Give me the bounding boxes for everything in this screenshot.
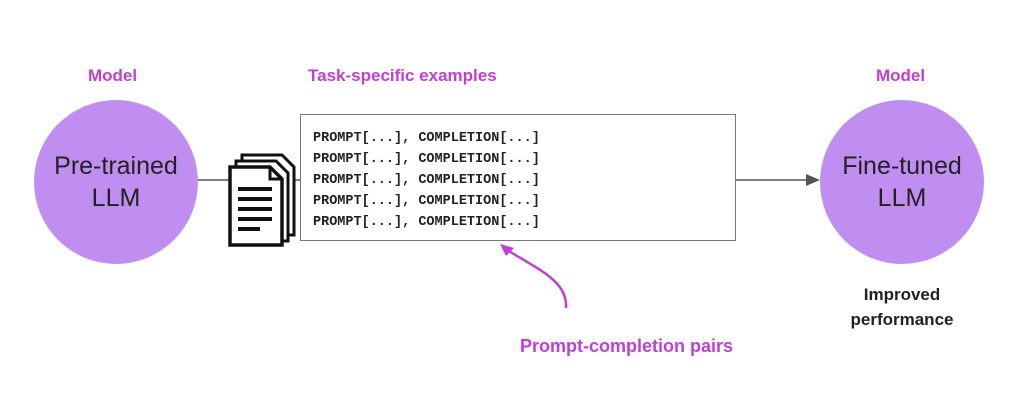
caption-line2: performance	[850, 310, 954, 329]
example-row: PROMPT[...], COMPLETION[...]	[313, 152, 540, 167]
right-model-heading: Model	[876, 66, 926, 85]
improved-performance-caption: Improved performance	[820, 282, 984, 332]
annotation-curve	[506, 248, 568, 309]
example-row: PROMPT[...], COMPLETION[...]	[313, 194, 540, 209]
finetuned-llm-node: Fine-tuned LLM	[820, 100, 984, 264]
annotation-label: Prompt-completion pairs	[520, 336, 734, 356]
example-row: PROMPT[...], COMPLETION[...]	[313, 131, 540, 146]
left-model-heading: Model	[88, 66, 138, 85]
example-row: PROMPT[...], COMPLETION[...]	[313, 215, 540, 230]
examples-heading: Task-specific examples	[308, 66, 497, 85]
pretrained-llm-line1: Pre-trained	[54, 152, 178, 180]
documents-icon	[228, 153, 296, 247]
finetuned-llm-line1: Fine-tuned	[842, 152, 962, 180]
right-arrowhead	[806, 174, 820, 186]
pretrained-llm-line2: LLM	[91, 184, 141, 212]
examples-box: PROMPT[...], COMPLETION[...] PROMPT[...]…	[300, 114, 736, 241]
pretrained-llm-node: Pre-trained LLM	[34, 100, 198, 264]
caption-line1: Improved	[863, 285, 941, 304]
example-row: PROMPT[...], COMPLETION[...]	[313, 173, 540, 188]
annotation-arrowhead	[500, 244, 514, 256]
finetuned-llm-line2: LLM	[877, 184, 927, 212]
